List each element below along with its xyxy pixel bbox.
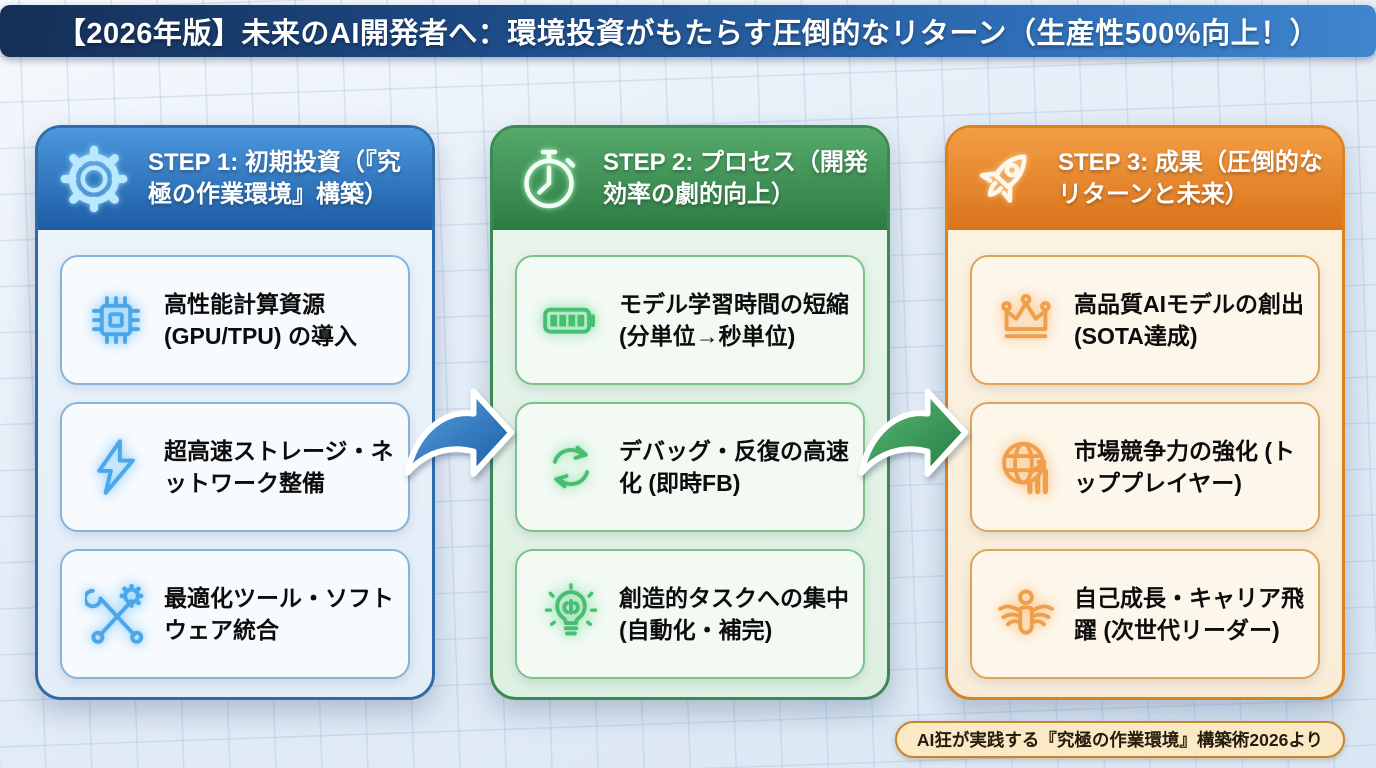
source-badge: AI狂が実践する『究極の作業環境』構築術2026より	[894, 721, 1345, 758]
card-compute-resources: 高性能計算資源 (GPU/TPU) の導入	[60, 255, 410, 385]
step2-body: モデル学習時間の短縮(分単位→秒単位) デバッグ・反復の高速化 (即時FB)	[493, 230, 887, 679]
card-storage-network: 超高速ストレージ・ネットワーク整備	[60, 402, 410, 532]
globe-chart-icon	[984, 436, 1068, 498]
step2-to-step3-arrow	[858, 388, 969, 477]
card-label: 自己成長・キャリア飛躍 (次世代リーダー)	[1074, 584, 1304, 643]
step1-title: STEP 1: 初期投資（『究極の作業環境』構築）	[148, 149, 401, 208]
card-label: 高性能計算資源 (GPU/TPU) の導入	[164, 290, 357, 349]
winged-person-icon	[984, 583, 1068, 645]
step3-title: STEP 3: 成果（圧倒的なリターンと未来）	[1058, 149, 1323, 208]
card-label: デバッグ・反復の高速化 (即時FB)	[619, 437, 849, 496]
card-label: 創造的タスクへの集中 (自動化・補完)	[619, 584, 849, 643]
step1-column: STEP 1: 初期投資（『究極の作業環境』構築） 高性能計算資源 (GPU/T…	[35, 125, 435, 700]
lightbulb-brain-icon	[529, 583, 613, 645]
stopwatch-icon	[511, 143, 587, 215]
battery-icon	[529, 289, 613, 351]
card-label: 市場競争力の強化 (トッププレイヤー)	[1074, 437, 1296, 496]
step1-to-step2-arrow	[404, 388, 515, 477]
step2-column: STEP 2: プロセス（開発効率の劇的向上） モデル学習時間の短縮(分単位→秒…	[490, 125, 890, 700]
card-tools-software: 最適化ツール・ソフトウェア統合	[60, 549, 410, 679]
step3-header: STEP 3: 成果（圧倒的なリターンと未来）	[948, 128, 1342, 230]
refresh-cycle-icon	[529, 436, 613, 498]
card-sota-model: 高品質AIモデルの創出 (SOTA達成)	[970, 255, 1320, 385]
lightning-bolt-icon	[74, 436, 158, 498]
rocket-icon	[966, 143, 1042, 215]
step1-body: 高性能計算資源 (GPU/TPU) の導入 超高速ストレージ・ネットワーク整備	[38, 230, 432, 679]
step2-header: STEP 2: プロセス（開発効率の劇的向上）	[493, 128, 887, 230]
card-career-growth: 自己成長・キャリア飛躍 (次世代リーダー)	[970, 549, 1320, 679]
gear-icon	[56, 143, 132, 215]
card-market-competitiveness: 市場競争力の強化 (トッププレイヤー)	[970, 402, 1320, 532]
card-training-time: モデル学習時間の短縮(分単位→秒単位)	[515, 255, 865, 385]
cpu-chip-icon	[74, 289, 158, 351]
source-badge-text: AI狂が実践する『究極の作業環境』構築術2026より	[916, 730, 1323, 750]
card-label: モデル学習時間の短縮(分単位→秒単位)	[619, 290, 849, 349]
card-label: 最適化ツール・ソフトウェア統合	[164, 584, 394, 643]
step1-header: STEP 1: 初期投資（『究極の作業環境』構築）	[38, 128, 432, 230]
crown-icon	[984, 289, 1068, 351]
page-title: 【2026年版】未来のAI開発者へ：環境投資がもたらす圧倒的なリターン（生産性5…	[56, 18, 1320, 50]
title-banner: 【2026年版】未来のAI開発者へ：環境投資がもたらす圧倒的なリターン（生産性5…	[0, 5, 1376, 57]
tools-icon	[74, 583, 158, 645]
step3-body: 高品質AIモデルの創出 (SOTA達成) 市場競争力の強化 (トッププレイヤー)	[948, 230, 1342, 679]
card-label: 超高速ストレージ・ネットワーク整備	[164, 437, 394, 496]
step2-title: STEP 2: プロセス（開発効率の劇的向上）	[603, 149, 868, 208]
card-debug-iteration: デバッグ・反復の高速化 (即時FB)	[515, 402, 865, 532]
card-creative-focus: 創造的タスクへの集中 (自動化・補完)	[515, 549, 865, 679]
step3-column: STEP 3: 成果（圧倒的なリターンと未来） 高品質AIモデルの創出 (SOT…	[945, 125, 1345, 700]
card-label: 高品質AIモデルの創出 (SOTA達成)	[1074, 290, 1304, 349]
